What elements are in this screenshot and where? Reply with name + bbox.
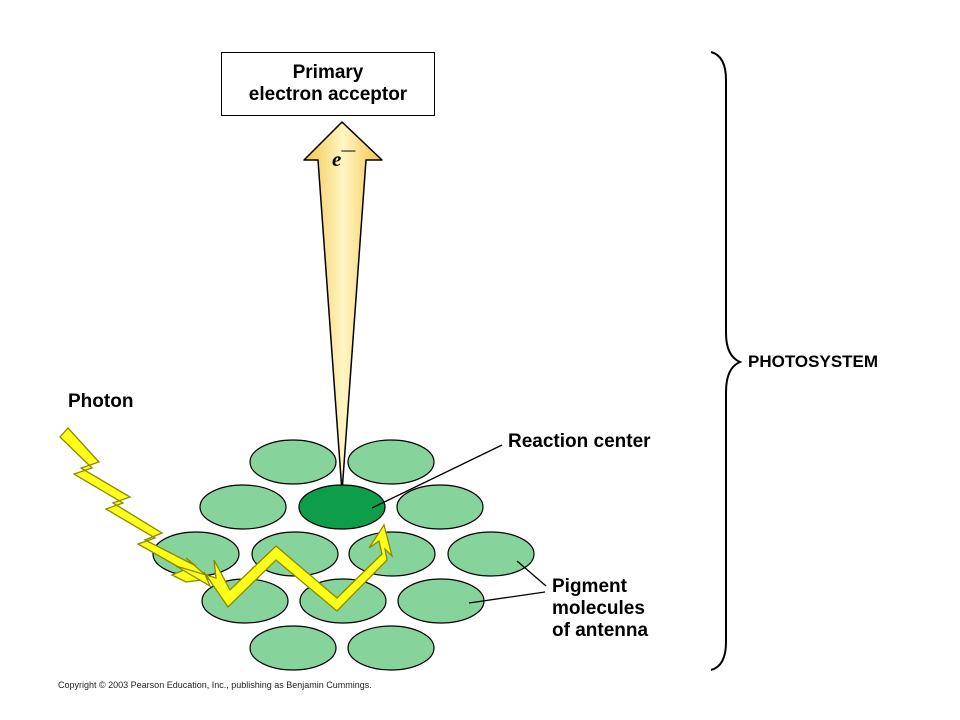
electron-charge: — — [341, 143, 356, 158]
pigment-molecule — [396, 484, 484, 530]
reaction-center-leader — [371, 444, 503, 509]
pigment-molecule — [249, 625, 337, 671]
pigment-leader-1 — [516, 560, 547, 587]
photosystem-brace — [710, 51, 743, 671]
reaction-center-label: Reaction center — [508, 431, 651, 452]
pigment-molecule — [397, 578, 485, 624]
photon-label: Photon — [68, 391, 134, 412]
copyright-text: Copyright © 2003 Pearson Education, Inc.… — [58, 680, 372, 690]
pigment-molecule — [447, 531, 535, 577]
photosystem-label: PHOTOSYSTEM — [748, 352, 879, 371]
electron-arrow — [303, 121, 383, 493]
pigment-molecules-label: Pigment molecules of antenna — [552, 576, 648, 642]
photon-zigzag — [59, 427, 212, 583]
pigment-label-line2: molecules — [552, 598, 645, 619]
electron-label: e— — [332, 143, 355, 172]
electron-symbol: e — [332, 147, 342, 171]
acceptor-label-line2: electron acceptor — [248, 84, 408, 105]
pigment-leader-2 — [468, 591, 546, 604]
reaction-center-molecule — [298, 484, 386, 530]
photon-energy-transfer — [175, 523, 394, 612]
acceptor-label-line1: Primary — [292, 62, 364, 83]
pigment-label-line3: of antenna — [552, 620, 649, 641]
primary-electron-acceptor-box: Primary electron acceptor — [221, 52, 435, 116]
pigment-molecule — [199, 484, 287, 530]
pigment-molecule — [347, 439, 435, 485]
pigment-molecule — [249, 439, 337, 485]
pigment-label-line1: Pigment — [552, 576, 627, 597]
pigment-molecule — [347, 625, 435, 671]
